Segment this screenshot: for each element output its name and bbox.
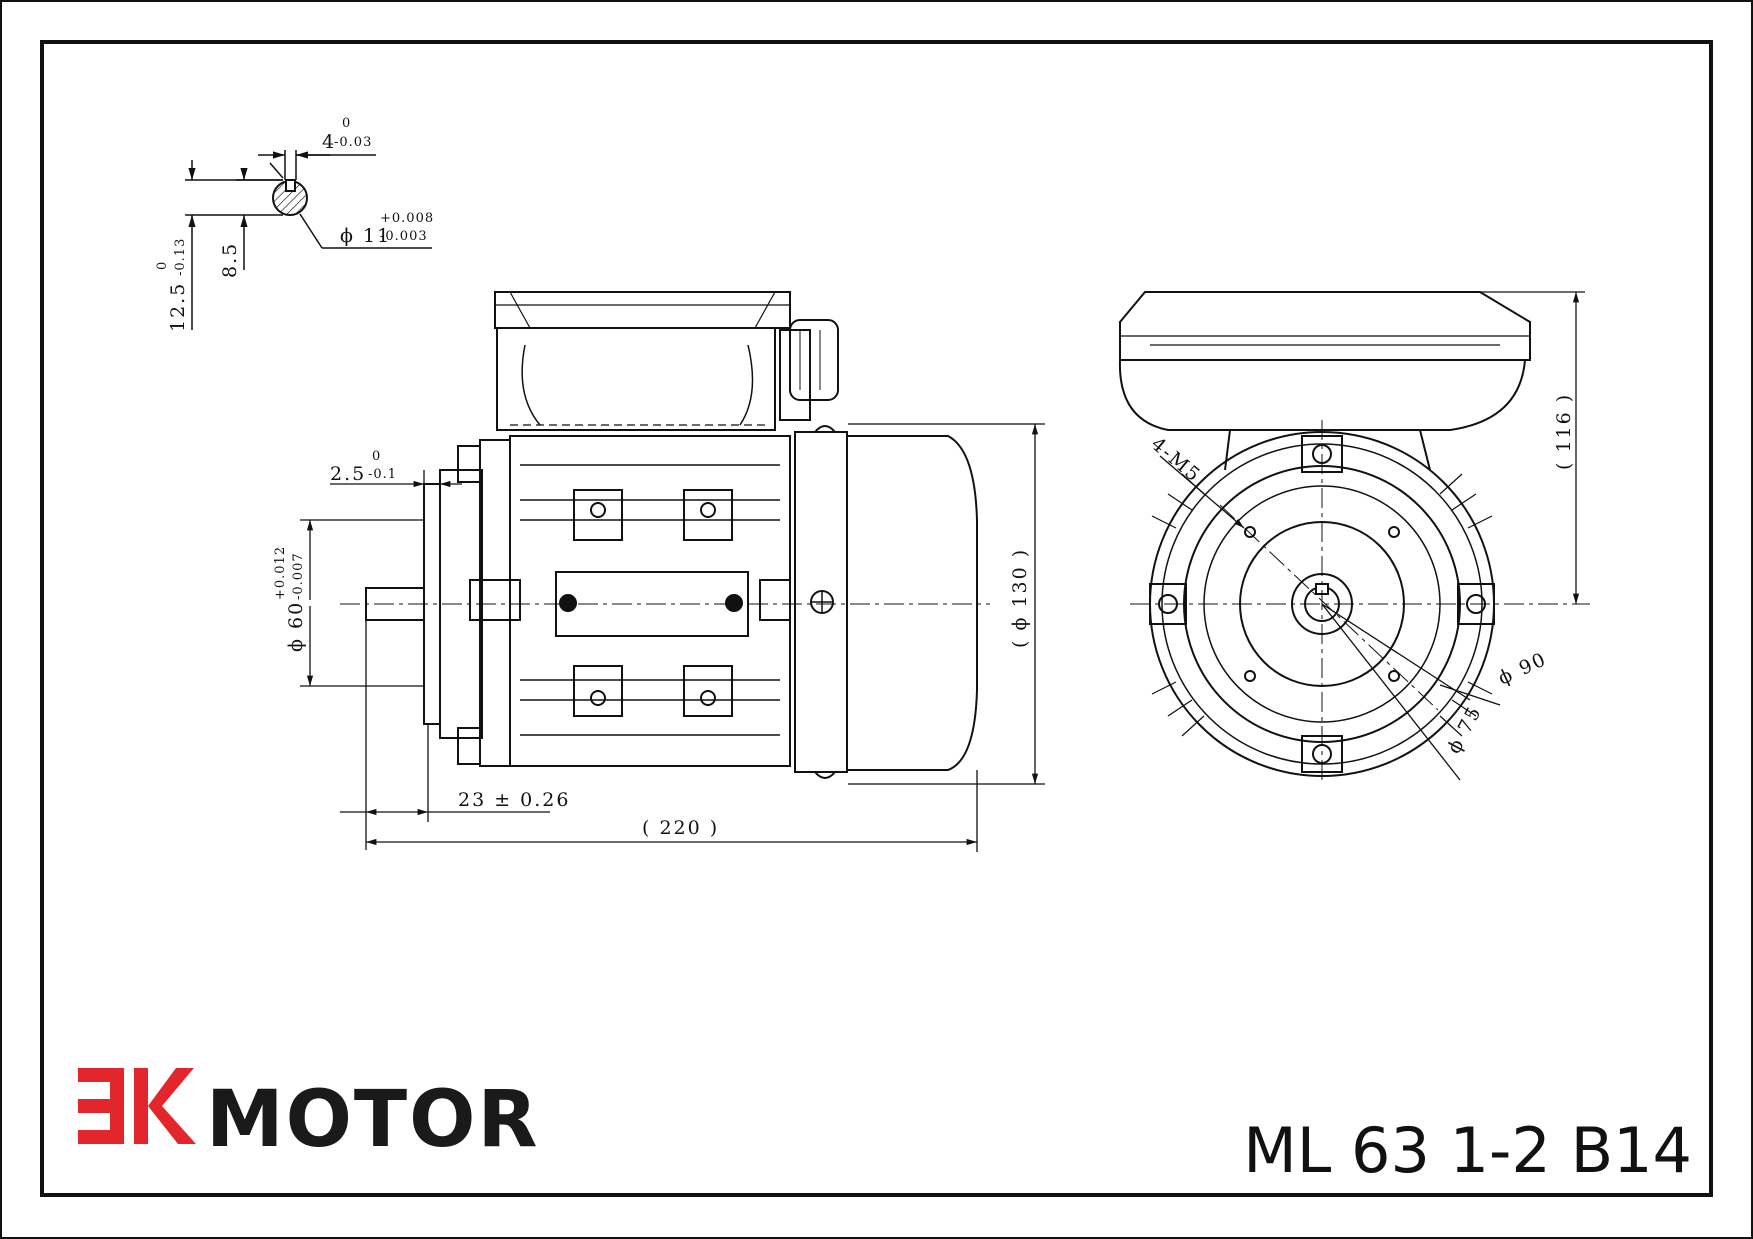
spigot-dia-tol-upper: +0.012	[273, 546, 288, 600]
total-length-label: ( 220 )	[642, 817, 719, 839]
spigot-depth-tol-upper: 0	[372, 449, 381, 464]
flange-pcd-value: ϕ 90	[1495, 648, 1551, 690]
front-terminal-box	[1119, 291, 1531, 361]
key-slot	[285, 179, 296, 192]
brand-logo: MOTOR	[78, 1068, 540, 1165]
flange-pcd-label: ϕ 90	[1495, 648, 1551, 690]
spigot-dia-value: ϕ 60	[285, 601, 307, 652]
spigot-dia-label: ϕ 60 +0.012 -0.007	[273, 546, 307, 652]
key-depth-label: 8.5	[219, 242, 241, 278]
bolt-holes-label: 4-M5	[1147, 433, 1206, 487]
shaft-key-detail	[185, 150, 432, 330]
model-number: ML 63 1-2 B14	[1243, 1114, 1692, 1187]
height-value: ( 116 )	[1553, 393, 1575, 470]
cable-gland	[779, 329, 811, 421]
flange-inner-label: ϕ 75	[1443, 702, 1486, 758]
front-view-dimensions	[1159, 291, 1585, 781]
body-dia-label: ( ϕ 130 )	[1009, 548, 1031, 648]
shaft-height-value: 12.5	[167, 282, 189, 332]
spigot-depth-value: 2.5	[330, 463, 366, 485]
shaft-dia-tol-upper: +0.008	[380, 211, 434, 226]
key-width-label: 4 0 -0.03	[322, 116, 372, 153]
spigot-depth-tol-lower: -0.1	[368, 467, 397, 482]
motor-front-view	[1118, 291, 1590, 780]
key-width-value: 4	[322, 131, 336, 153]
shaft-dia-label: ϕ 11 +0.008 -0.003	[340, 211, 434, 247]
motor-side-view	[340, 291, 990, 779]
spigot-dia-tol-lower: -0.007	[291, 552, 306, 600]
shaft-height-label: 12.5 0 -0.13	[155, 238, 189, 332]
logo-mark	[78, 1068, 196, 1144]
shaft-dia-tol-lower: -0.003	[380, 229, 428, 244]
front-flange	[479, 439, 511, 767]
terminal-box-lid	[494, 291, 791, 329]
fan-cowl	[846, 435, 978, 771]
shaft-dia-value: ϕ 11	[340, 225, 391, 247]
key-width-tol-lower: -0.03	[334, 135, 372, 150]
key-width-tol-upper: 0	[342, 116, 351, 131]
height-label: ( 116 )	[1553, 393, 1575, 470]
shaft-length-label: 23 ± 0.26	[458, 789, 570, 811]
body-dia-value: ( ϕ 130 )	[1009, 548, 1031, 648]
bolt-holes-value: 4-M5	[1147, 433, 1206, 487]
side-view-dimensions	[300, 423, 1045, 852]
shaft-height-tol-lower: -0.13	[173, 238, 188, 276]
terminal-box-body	[496, 327, 776, 431]
shaft-height-tol-upper: 0	[155, 261, 170, 270]
inner-frame	[40, 40, 1713, 1197]
key-depth-value: 8.5	[219, 242, 241, 278]
spigot-depth-label: 2.5 0 -0.1	[330, 449, 397, 485]
brand-name: MOTOR	[206, 1075, 540, 1165]
flange-inner-value: ϕ 75	[1443, 702, 1486, 758]
